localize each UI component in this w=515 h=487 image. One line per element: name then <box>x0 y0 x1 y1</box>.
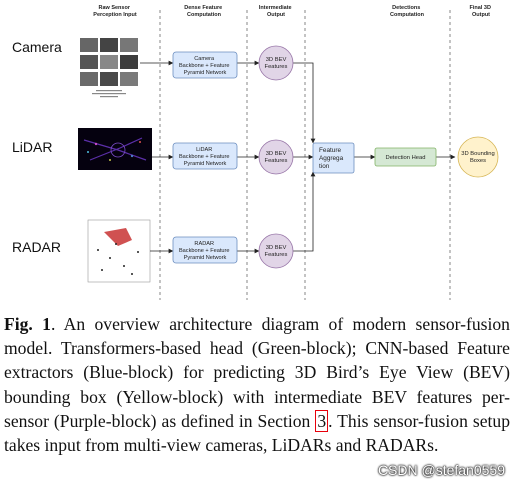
camera-backbone-block: Camera Backbone + Feature Pyramid Networ… <box>172 51 238 79</box>
camera-images <box>80 38 138 98</box>
svg-text:RADAR Backbone + Featu: RADAR Backbone + Feature Pyramid Network <box>179 241 231 261</box>
svg-text:Detection Head: Detection Head <box>386 155 426 161</box>
svg-text:Feature Aggrega ti: Feature Aggrega tion <box>319 147 345 170</box>
column-header-detections: Detections Computation <box>390 5 425 18</box>
radar-plot <box>87 219 151 283</box>
architecture-diagram: Raw Sensor Perception Input Dense Featur… <box>12 5 499 300</box>
detection-head-block: Detection Head <box>374 147 437 167</box>
sensor-label-lidar: LiDAR <box>12 139 52 155</box>
column-dividers <box>159 10 451 300</box>
column-header-dense-feature: Dense Feature Computation <box>184 5 223 18</box>
caption-text-end: . This sensor-fusion setup takes input f… <box>4 410 510 456</box>
column-header-raw-sensor: Raw Sensor Perception Input <box>93 5 137 18</box>
caption-text: . An overview architecture diagram of mo… <box>4 314 510 431</box>
figure-caption: Fig. 1. An overview architecture diagram… <box>4 312 510 457</box>
sensor-label-radar: RADAR <box>12 239 61 255</box>
watermark: CSDN @stefan0559 <box>377 462 505 478</box>
lidar-point-cloud <box>78 128 152 170</box>
svg-text:LiDAR Backbone + Featu: LiDAR Backbone + Feature Pyramid Network <box>179 147 231 167</box>
feature-aggregation-block: Feature Aggrega tion <box>312 142 355 174</box>
figure-label: Fig. 1 <box>4 314 51 334</box>
section-reference-link[interactable]: 3 <box>315 409 329 432</box>
lidar-backbone-block: LiDAR Backbone + Feature Pyramid Network <box>172 142 238 170</box>
arrow-radar-bev-to-aggregation <box>293 171 316 252</box>
arrow-camera-bev-to-aggregation <box>293 62 316 144</box>
svg-text:Camera Backbone + Feat: Camera Backbone + Feature Pyramid Networ… <box>179 56 231 76</box>
sensor-label-camera: Camera <box>12 39 62 55</box>
radar-backbone-block: RADAR Backbone + Feature Pyramid Network <box>172 236 238 264</box>
column-header-intermediate: Intermediate Output <box>259 5 293 18</box>
column-header-final-output: Final 3D Output <box>470 5 493 18</box>
